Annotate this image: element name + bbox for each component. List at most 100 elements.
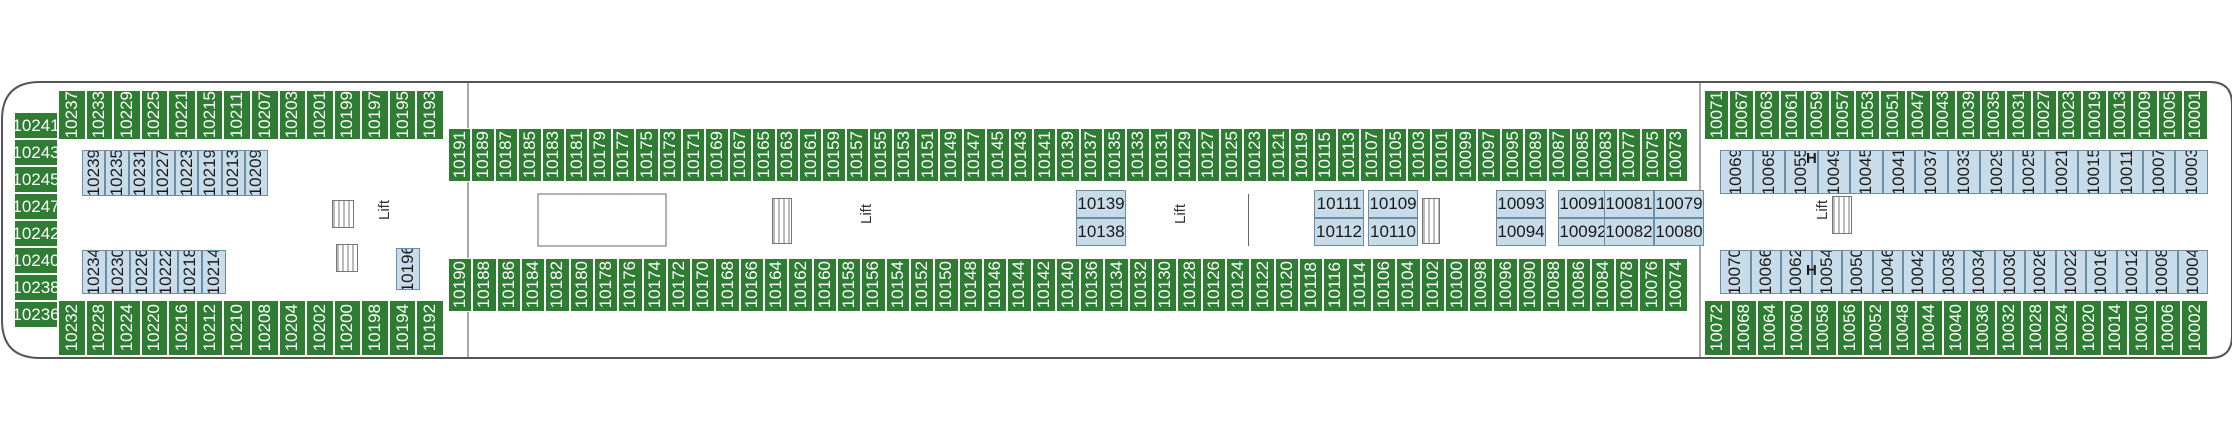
cabin-10142[interactable]: 10142: [1031, 258, 1056, 312]
cabin-10027[interactable]: 10027: [2031, 90, 2057, 140]
cabin-10139[interactable]: 10139: [1056, 128, 1080, 182]
cabin-10112[interactable]: 10112: [1314, 218, 1364, 246]
cabin-10106[interactable]: 10106: [1371, 258, 1397, 312]
cabin-10138[interactable]: 10138: [1076, 218, 1126, 246]
cabin-10118[interactable]: 10118: [1298, 258, 1324, 312]
cabin-10153[interactable]: 10153: [892, 128, 916, 182]
cabin-10019[interactable]: 10019: [2082, 90, 2108, 140]
cabin-10144[interactable]: 10144: [1007, 258, 1032, 312]
cabin-10122[interactable]: 10122: [1250, 258, 1275, 312]
cabin-10141[interactable]: 10141: [1032, 128, 1057, 182]
cabin-10158[interactable]: 10158: [837, 258, 862, 312]
cabin-10166[interactable]: 10166: [739, 258, 765, 312]
cabin-10193[interactable]: 10193: [416, 90, 444, 140]
cabin-10132[interactable]: 10132: [1128, 258, 1154, 312]
cabin-10070[interactable]: 10070: [1720, 250, 1751, 294]
cabin-10098[interactable]: 10098: [1469, 258, 1494, 312]
cabin-10074[interactable]: 10074: [1663, 258, 1688, 312]
cabin-10052[interactable]: 10052: [1863, 300, 1890, 356]
cabin-10059[interactable]: 10059: [1804, 90, 1830, 140]
cabin-10242[interactable]: 10242: [14, 220, 58, 247]
cabin-10101[interactable]: 10101: [1430, 128, 1455, 182]
cabin-10223[interactable]: 10223: [175, 150, 199, 196]
cabin-10041[interactable]: 10041: [1882, 150, 1916, 194]
cabin-10218[interactable]: 10218: [178, 250, 202, 294]
cabin-10034[interactable]: 10034: [1964, 250, 1995, 294]
cabin-10169[interactable]: 10169: [705, 128, 729, 182]
cabin-10236[interactable]: 10236: [14, 301, 58, 328]
cabin-10157[interactable]: 10157: [845, 128, 870, 182]
cabin-10086[interactable]: 10086: [1566, 258, 1591, 312]
cabin-10069[interactable]: 10069: [1720, 150, 1753, 194]
cabin-10146[interactable]: 10146: [982, 258, 1008, 312]
cabin-10152[interactable]: 10152: [909, 258, 935, 312]
cabin-10245[interactable]: 10245: [14, 166, 58, 193]
cabin-10159[interactable]: 10159: [822, 128, 846, 182]
cabin-10162[interactable]: 10162: [788, 258, 813, 312]
cabin-10107[interactable]: 10107: [1360, 128, 1384, 182]
cabin-10079[interactable]: 10079: [1654, 190, 1704, 218]
cabin-10078[interactable]: 10078: [1615, 258, 1640, 312]
cabin-10131[interactable]: 10131: [1149, 128, 1174, 182]
cabin-10125[interactable]: 10125: [1220, 128, 1244, 182]
cabin-10126[interactable]: 10126: [1201, 258, 1227, 312]
cabin-10020[interactable]: 10020: [2075, 300, 2102, 356]
cabin-10006[interactable]: 10006: [2154, 300, 2182, 356]
cabin-10222[interactable]: 10222: [154, 250, 178, 294]
cabin-10040[interactable]: 10040: [1942, 300, 1970, 356]
cabin-10102[interactable]: 10102: [1420, 258, 1445, 312]
cabin-10231[interactable]: 10231: [128, 150, 152, 196]
cabin-10194[interactable]: 10194: [388, 300, 417, 356]
cabin-10161[interactable]: 10161: [798, 128, 823, 182]
cabin-10177[interactable]: 10177: [611, 128, 636, 182]
cabin-10188[interactable]: 10188: [472, 258, 497, 312]
cabin-10115[interactable]: 10115: [1313, 128, 1338, 182]
cabin-10225[interactable]: 10225: [140, 90, 169, 140]
cabin-10220[interactable]: 10220: [140, 300, 169, 356]
cabin-10043[interactable]: 10043: [1930, 90, 1956, 140]
cabin-10103[interactable]: 10103: [1407, 128, 1431, 182]
cabin-10012[interactable]: 10012: [2116, 250, 2147, 294]
cabin-10145[interactable]: 10145: [986, 128, 1010, 182]
cabin-10013[interactable]: 10013: [2107, 90, 2133, 140]
cabin-10176[interactable]: 10176: [618, 258, 643, 312]
cabin-10010[interactable]: 10010: [2128, 300, 2155, 356]
cabin-10094[interactable]: 10094: [1496, 218, 1546, 246]
cabin-10237[interactable]: 10237: [58, 90, 86, 140]
cabin-10105[interactable]: 10105: [1383, 128, 1408, 182]
cabin-10057[interactable]: 10057: [1830, 90, 1856, 140]
cabin-10097[interactable]: 10097: [1477, 128, 1501, 182]
cabin-10062[interactable]: 10062: [1781, 250, 1812, 294]
cabin-10235[interactable]: 10235: [105, 150, 129, 196]
cabin-10082[interactable]: 10082: [1604, 218, 1654, 246]
cabin-10230[interactable]: 10230: [106, 250, 130, 294]
cabin-10047[interactable]: 10047: [1905, 90, 1931, 140]
cabin-10050[interactable]: 10050: [1842, 250, 1873, 294]
cabin-10197[interactable]: 10197: [361, 90, 389, 140]
cabin-10195[interactable]: 10195: [388, 90, 417, 140]
cabin-10124[interactable]: 10124: [1226, 258, 1251, 312]
cabin-10046[interactable]: 10046: [1872, 250, 1903, 294]
cabin-10123[interactable]: 10123: [1243, 128, 1267, 182]
cabin-10083[interactable]: 10083: [1594, 128, 1618, 182]
cabin-10096[interactable]: 10096: [1493, 258, 1518, 312]
cabin-10154[interactable]: 10154: [885, 258, 910, 312]
cabin-10045[interactable]: 10045: [1850, 150, 1883, 194]
cabin-10077[interactable]: 10077: [1617, 128, 1642, 182]
cabin-10030[interactable]: 10030: [1994, 250, 2025, 294]
cabin-10003[interactable]: 10003: [2175, 150, 2208, 194]
cabin-10173[interactable]: 10173: [658, 128, 682, 182]
cabin-10219[interactable]: 10219: [198, 150, 222, 196]
cabin-10228[interactable]: 10228: [85, 300, 114, 356]
cabin-10038[interactable]: 10038: [1933, 250, 1964, 294]
cabin-10064[interactable]: 10064: [1757, 300, 1784, 356]
cabin-10067[interactable]: 10067: [1729, 90, 1755, 140]
cabin-10066[interactable]: 10066: [1750, 250, 1781, 294]
cabin-10191[interactable]: 10191: [448, 128, 472, 182]
cabin-10160[interactable]: 10160: [812, 258, 838, 312]
cabin-10140[interactable]: 10140: [1055, 258, 1081, 312]
cabin-10014[interactable]: 10014: [2101, 300, 2129, 356]
cabin-10207[interactable]: 10207: [251, 90, 279, 140]
cabin-10090[interactable]: 10090: [1517, 258, 1543, 312]
cabin-10181[interactable]: 10181: [564, 128, 589, 182]
